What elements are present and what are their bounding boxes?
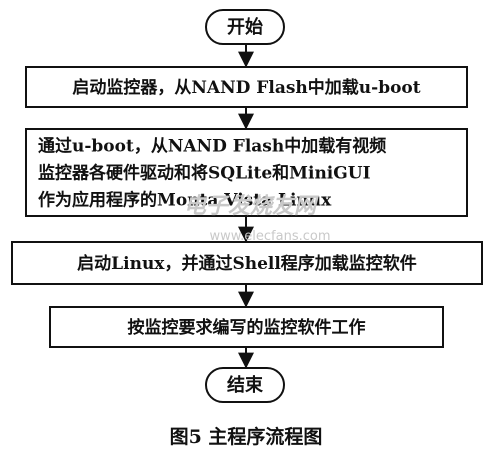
- node-run-software-shape: [49, 306, 444, 348]
- watermark: 电子发烧友网 www.elecfans.com: [184, 193, 331, 244]
- node-start-linux-shape: [11, 241, 483, 285]
- node-load-uboot-shape: [25, 66, 468, 108]
- node-run-software-text: 按监控要求编写的监控软件工作: [128, 317, 366, 338]
- node-run-software: 按监控要求编写的监控软件工作: [49, 306, 444, 348]
- node-load-linux-line-1: 通过u-boot，从NAND Flash中加载有视频: [38, 136, 386, 157]
- node-load-linux: 通过u-boot，从NAND Flash中加载有视频 监控器各硬件驱动和将SQL…: [25, 128, 468, 217]
- watermark-logo-text: 电子发烧友网: [184, 193, 319, 219]
- node-end: 结束: [205, 367, 285, 403]
- node-start: 开始: [205, 9, 285, 45]
- node-run-software-line-1: 按监控要求编写的监控软件工作: [128, 317, 366, 338]
- node-load-linux-text: 通过u-boot，从NAND Flash中加载有视频 监控器各硬件驱动和将SQL…: [38, 136, 392, 211]
- node-end-line-1: 结束: [227, 374, 264, 396]
- node-start-linux-text: 启动Linux，并通过Shell程序加载监控软件: [77, 253, 417, 274]
- watermark-url: www.elecfans.com: [209, 229, 330, 244]
- node-load-linux-shape: [25, 128, 468, 217]
- flowchart-nodes: 开始 启动监控器，从NAND Flash中加载u-boot 通过u-boot，从…: [11, 9, 483, 403]
- node-start-shape: [205, 9, 285, 45]
- node-load-linux-line-2: 监控器各硬件驱动和将SQLite和MiniGUI: [38, 163, 371, 184]
- node-end-shape: [205, 367, 285, 403]
- node-start-linux: 启动Linux，并通过Shell程序加载监控软件: [11, 241, 483, 285]
- node-load-uboot: 启动监控器，从NAND Flash中加载u-boot: [25, 66, 468, 108]
- figure-caption: 图5 主程序流程图: [170, 425, 323, 448]
- node-start-linux-line-1: 启动Linux，并通过Shell程序加载监控软件: [77, 253, 417, 274]
- node-end-text: 结束: [227, 374, 264, 396]
- node-load-linux-line-3: 作为应用程序的Monta Vista Linux: [38, 190, 332, 211]
- node-load-uboot-line-1: 启动监控器，从NAND Flash中加载u-boot: [72, 77, 420, 98]
- node-start-line-1: 开始: [227, 16, 263, 38]
- node-start-text: 开始: [227, 16, 263, 38]
- node-load-uboot-text: 启动监控器，从NAND Flash中加载u-boot: [72, 77, 420, 98]
